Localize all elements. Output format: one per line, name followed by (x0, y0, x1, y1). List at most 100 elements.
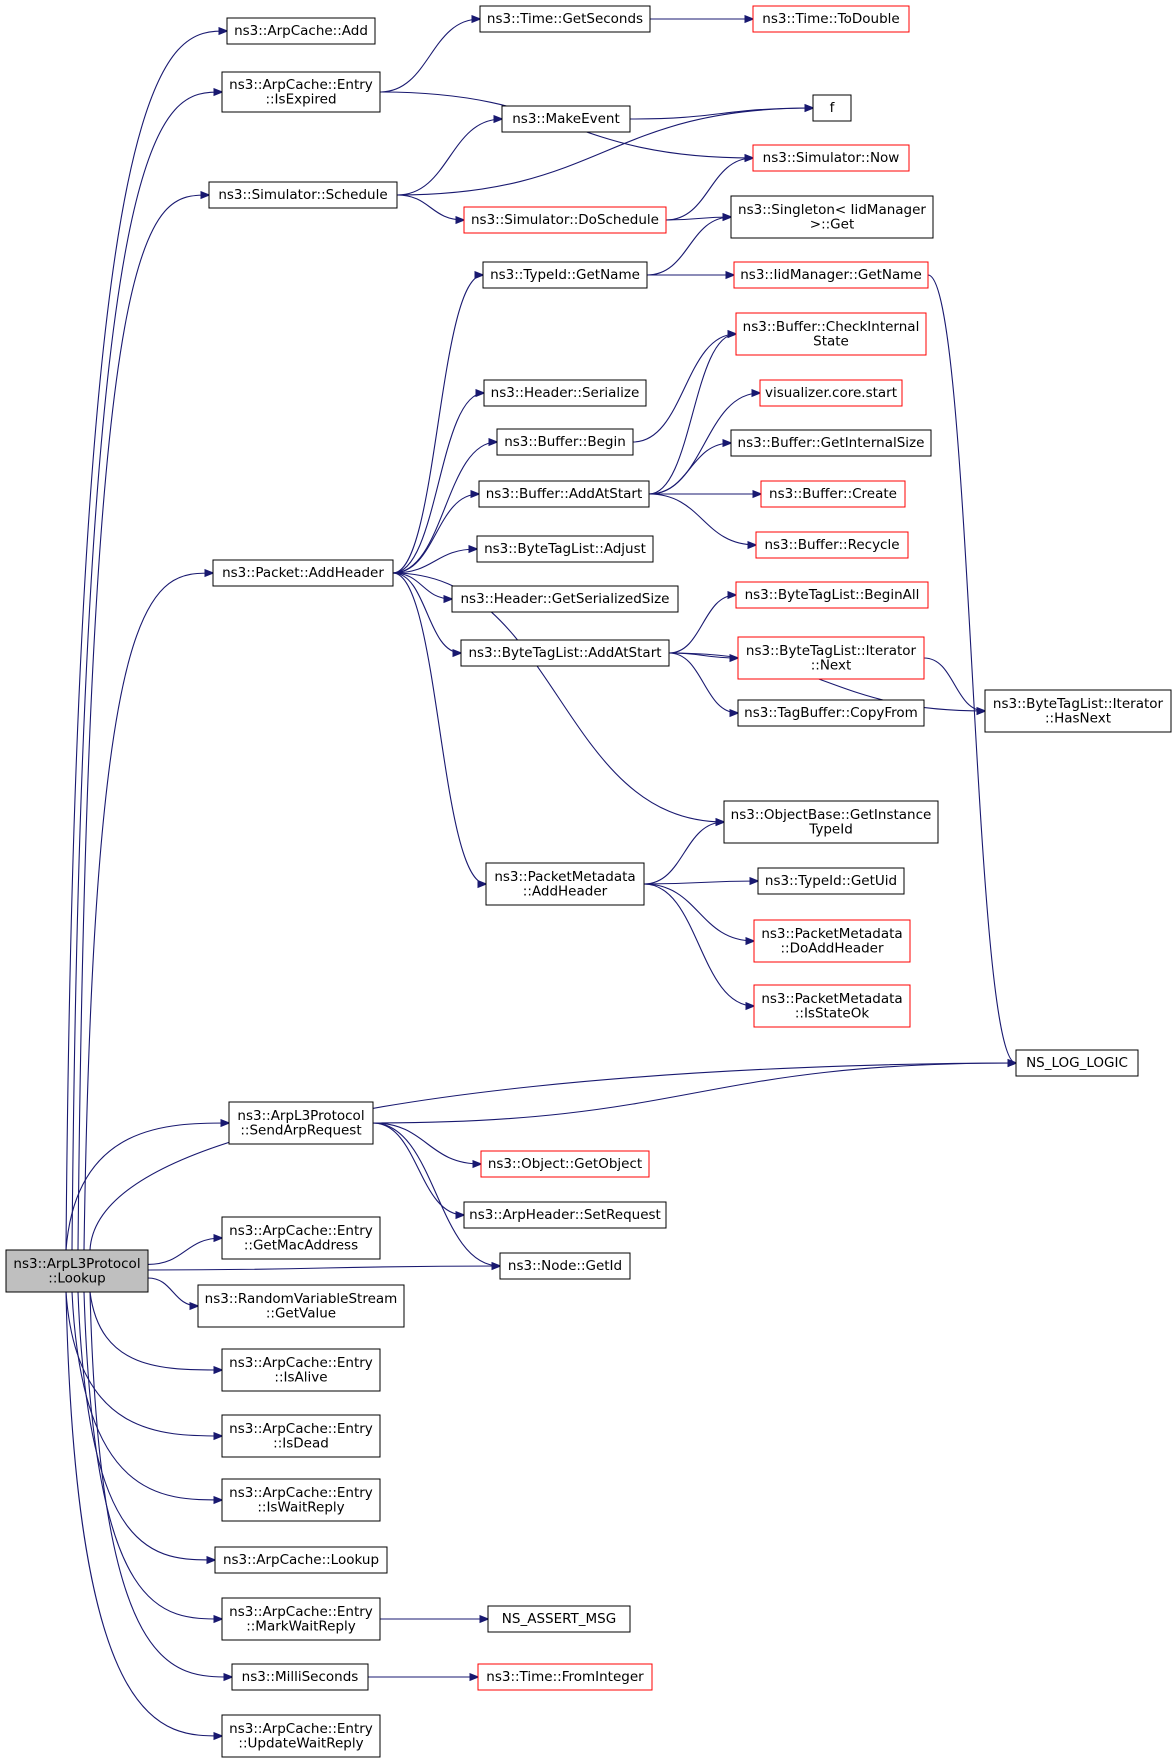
node-entry-isexpired[interactable]: ns3::ArpCache::Entry::IsExpired (221, 71, 381, 113)
edge-sim-schedule-to-f (396, 108, 813, 196)
node-node-getid[interactable]: ns3::Node::GetId (499, 1252, 631, 1280)
node-time-todouble[interactable]: ns3::Time::ToDouble (752, 5, 910, 33)
node-buffer-addatstart[interactable]: ns3::Buffer::AddAtStart (478, 480, 650, 508)
node-root[interactable]: ns3::ArpL3Protocol::Lookup (5, 1249, 149, 1293)
node-buffer-recycle[interactable]: ns3::Buffer::Recycle (755, 531, 909, 559)
node-milliseconds[interactable]: ns3::MilliSeconds (231, 1663, 369, 1691)
node-label: NS_ASSERT_MSG (502, 1611, 616, 1627)
node-vis-start[interactable]: visualizer.core.start (759, 379, 903, 407)
node-f[interactable]: f (812, 94, 852, 122)
node-box (208, 181, 398, 209)
node-box (755, 531, 909, 559)
edge-iidmanager-getname-to-ns-log-logic (927, 274, 1016, 1063)
node-box (221, 1348, 381, 1392)
node-buffer-begin[interactable]: ns3::Buffer::Begin (496, 428, 634, 456)
node-label: ::IsDead (273, 1435, 329, 1451)
node-label: TypeId (808, 821, 853, 837)
edge-root-to-arpcache-add (65, 31, 227, 1251)
node-box (478, 480, 650, 508)
node-label: ns3::ArpCache::Entry (229, 1604, 373, 1620)
node-btl-iter-next[interactable]: ns3::ByteTagList::Iterator::Next (737, 636, 925, 680)
node-label: ns3::Buffer::CheckInternal (743, 319, 920, 335)
edge-root-to-rvs-getvalue (147, 1277, 198, 1306)
node-typeid-getuid[interactable]: ns3::TypeId::GetUid (757, 867, 905, 895)
node-typeid-getname[interactable]: ns3::TypeId::GetName (482, 261, 648, 289)
node-pm-doaddheader[interactable]: ns3::PacketMetadata::DoAddHeader (753, 919, 911, 963)
node-tagbuffer-copyfrom[interactable]: ns3::TagBuffer::CopyFrom (737, 699, 925, 727)
node-btl-iter-hasnext[interactable]: ns3::ByteTagList::Iterator::HasNext (984, 689, 1172, 733)
node-btl-adjust[interactable]: ns3::ByteTagList::Adjust (476, 535, 654, 563)
node-box (730, 429, 932, 457)
node-packet-addheader[interactable]: ns3::Packet::AddHeader (212, 559, 394, 587)
node-time-frominteger[interactable]: ns3::Time::FromInteger (477, 1663, 653, 1691)
node-ns-assert-msg[interactable]: NS_ASSERT_MSG (487, 1605, 631, 1633)
node-label: ns3::Time::GetSeconds (487, 11, 643, 27)
node-sendarprequest[interactable]: ns3::ArpL3Protocol::SendArpRequest (228, 1101, 374, 1145)
edge-root-to-arpcache-lookup (77, 1291, 215, 1560)
node-entry-isalive[interactable]: ns3::ArpCache::Entry::IsAlive (221, 1348, 381, 1392)
node-arpheader-setrequest[interactable]: ns3::ArpHeader::SetRequest (463, 1201, 667, 1229)
node-makeevent[interactable]: ns3::MakeEvent (501, 105, 631, 133)
node-box (451, 585, 679, 613)
node-label: ns3::Header::GetSerializedSize (461, 591, 670, 607)
node-box (759, 379, 903, 407)
node-rvs-getvalue[interactable]: ns3::RandomVariableStream::GetValue (197, 1284, 405, 1328)
node-box (480, 1150, 650, 1178)
edge-entry-isexpired-to-time-getseconds (379, 19, 480, 93)
node-arpcache-add[interactable]: ns3::ArpCache::Add (226, 17, 376, 45)
edge-buffer-addatstart-to-buffer-checkinternal (648, 334, 736, 495)
node-sim-now[interactable]: ns3::Simulator::Now (752, 144, 910, 172)
node-label: ns3::Buffer::Begin (504, 434, 626, 450)
node-time-getseconds[interactable]: ns3::Time::GetSeconds (479, 5, 651, 33)
node-entry-iswaitreply[interactable]: ns3::ArpCache::Entry::IsWaitReply (221, 1478, 381, 1522)
node-entry-updatewaitreply[interactable]: ns3::ArpCache::Entry::UpdateWaitReply (221, 1714, 381, 1758)
node-entry-getmac[interactable]: ns3::ArpCache::Entry::GetMacAddress (221, 1216, 381, 1260)
node-iidmanager-getname[interactable]: ns3::IidManager::GetName (733, 261, 929, 289)
node-label: ns3::Buffer::Recycle (764, 537, 899, 553)
node-box (485, 862, 645, 906)
node-buffer-getinternalsize[interactable]: ns3::Buffer::GetInternalSize (730, 429, 932, 457)
node-box (737, 699, 925, 727)
node-label: ns3::ByteTagList::Iterator (746, 643, 917, 659)
edge-root-to-packet-addheader (83, 573, 213, 1251)
node-btl-addatstart[interactable]: ns3::ByteTagList::AddAtStart (460, 639, 670, 667)
node-label: ns3::TypeId::GetUid (765, 873, 897, 889)
node-label: ::Lookup (48, 1270, 105, 1286)
node-header-getserializedsize[interactable]: ns3::Header::GetSerializedSize (451, 585, 679, 613)
node-singleton-get[interactable]: ns3::Singleton< IidManager>::Get (730, 195, 934, 239)
node-pm-isstateok[interactable]: ns3::PacketMetadata::IsStateOk (753, 984, 911, 1028)
node-object-getobject[interactable]: ns3::Object::GetObject (480, 1150, 650, 1178)
node-buffer-create[interactable]: ns3::Buffer::Create (760, 480, 906, 508)
edge-root-to-entry-isalive (89, 1291, 222, 1370)
node-btl-beginall[interactable]: ns3::ByteTagList::BeginAll (735, 581, 929, 609)
node-box (479, 5, 651, 33)
edge-packet-addheader-to-buffer-addatstart (392, 494, 479, 574)
node-sim-doschedule[interactable]: ns3::Simulator::DoSchedule (463, 206, 667, 234)
node-label: ::HasNext (1045, 710, 1111, 726)
node-label: ns3::MilliSeconds (242, 1669, 359, 1685)
node-label: ns3::ByteTagList::AddAtStart (468, 645, 661, 661)
edge-packet-addheader-to-pm-addheader (392, 572, 486, 884)
node-label: ::MarkWaitReply (246, 1618, 356, 1634)
edge-root-to-ns-log-logic (89, 1063, 1016, 1251)
node-sim-schedule[interactable]: ns3::Simulator::Schedule (208, 181, 398, 209)
node-pm-addheader[interactable]: ns3::PacketMetadata::AddHeader (485, 862, 645, 906)
node-entry-isdead[interactable]: ns3::ArpCache::Entry::IsDead (221, 1414, 381, 1458)
node-entry-markwaitreply[interactable]: ns3::ArpCache::Entry::MarkWaitReply (221, 1597, 381, 1641)
node-label: ::IsStateOk (795, 1005, 869, 1021)
node-header-serialize[interactable]: ns3::Header::Serialize (483, 379, 647, 407)
edge-root-to-entry-iswaitreply (71, 1291, 222, 1500)
node-box (460, 639, 670, 667)
node-arpcache-lookup[interactable]: ns3::ArpCache::Lookup (214, 1546, 388, 1574)
node-label: ns3::PacketMetadata (494, 869, 635, 885)
edge-packet-addheader-to-btl-addatstart (392, 572, 461, 653)
node-ns-log-logic[interactable]: NS_LOG_LOGIC (1015, 1049, 1139, 1077)
edge-root-to-entry-markwaitreply (83, 1291, 222, 1619)
edge-buffer-addatstart-to-buffer-getinternalsize (648, 443, 731, 495)
node-label: ns3::ArpCache::Entry (229, 1421, 373, 1437)
node-label: ::IsExpired (265, 91, 336, 107)
node-box (477, 1663, 653, 1691)
node-label: ns3::ByteTagList::Adjust (484, 541, 646, 557)
